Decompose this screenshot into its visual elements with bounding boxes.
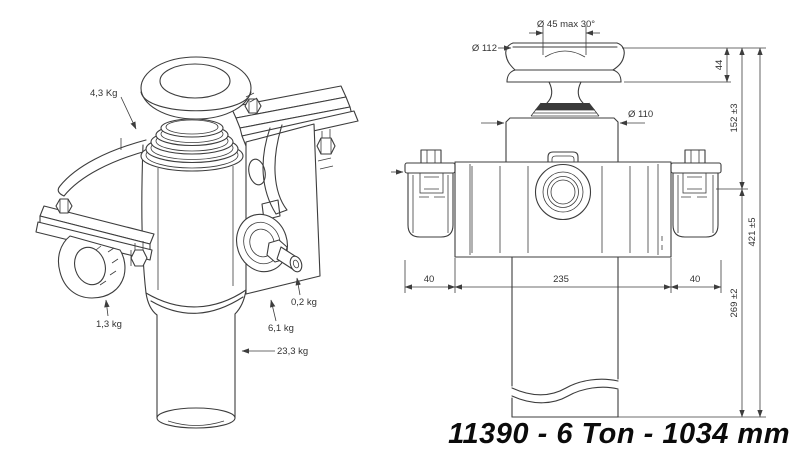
front-view: 44 152 ±3 269 ±2 421 ±5 Ø 45 max 30° Ø 1… [391, 19, 766, 418]
dim-lower-height: 269 ±2 [729, 289, 740, 318]
front-right-bracket [670, 149, 722, 238]
iso-seal-stack [140, 118, 244, 172]
dim-right-bracket-width: 40 [690, 274, 701, 285]
iso-cylinder-body [141, 139, 251, 429]
dim-left-bracket-width: 40 [424, 274, 435, 285]
iso-arm-hole [248, 158, 266, 186]
iso-dome-head [140, 56, 258, 120]
iso-view: 4,3 Kg 1,3 kg 0,2 kg 6,1 kg 23,3 kg [35, 56, 359, 429]
weight-label-clamp: 1,3 kg [96, 319, 122, 330]
front-barrel [454, 151, 672, 258]
front-dimensions: 44 152 ±3 269 ±2 421 ±5 Ø 45 max 30° Ø 1… [391, 19, 766, 418]
dim-head-height: 44 [714, 60, 725, 71]
iso-bolt-top [244, 98, 262, 114]
iso-clamp-ring [57, 235, 126, 299]
dim-body-width: 235 [553, 274, 569, 285]
dim-stage-diameter: Ø 110 [628, 109, 653, 120]
weight-label-body: 23,3 kg [277, 346, 308, 357]
weight-label-port: 0,2 kg [291, 297, 317, 308]
iso-port-fitting [236, 213, 303, 273]
dim-upper-height: 152 ±3 [729, 104, 740, 133]
weight-label-bracket: 6,1 kg [268, 323, 294, 334]
drawing-title: 11390 - 6 Ton - 1034 mm [448, 418, 790, 450]
iso-weight-labels: 4,3 Kg 1,3 kg 0,2 kg 6,1 kg 23,3 kg [90, 88, 317, 357]
iso-bolt-left [55, 198, 73, 214]
dim-total-height: 421 ±5 [747, 218, 758, 247]
weight-label-piston: 4,3 Kg [90, 88, 117, 99]
front-lower-tube [511, 256, 619, 418]
front-stage-tube [505, 117, 619, 163]
front-dome-head [505, 42, 625, 117]
front-left-bracket [404, 149, 456, 238]
iso-bolt-right [316, 137, 336, 155]
front-center-boss [534, 163, 592, 221]
dim-ball: Ø 45 max 30° [537, 19, 595, 30]
iso-left-bracket [35, 138, 155, 267]
iso-left-arm [57, 139, 151, 197]
dim-head-diameter: Ø 112 [472, 43, 497, 54]
